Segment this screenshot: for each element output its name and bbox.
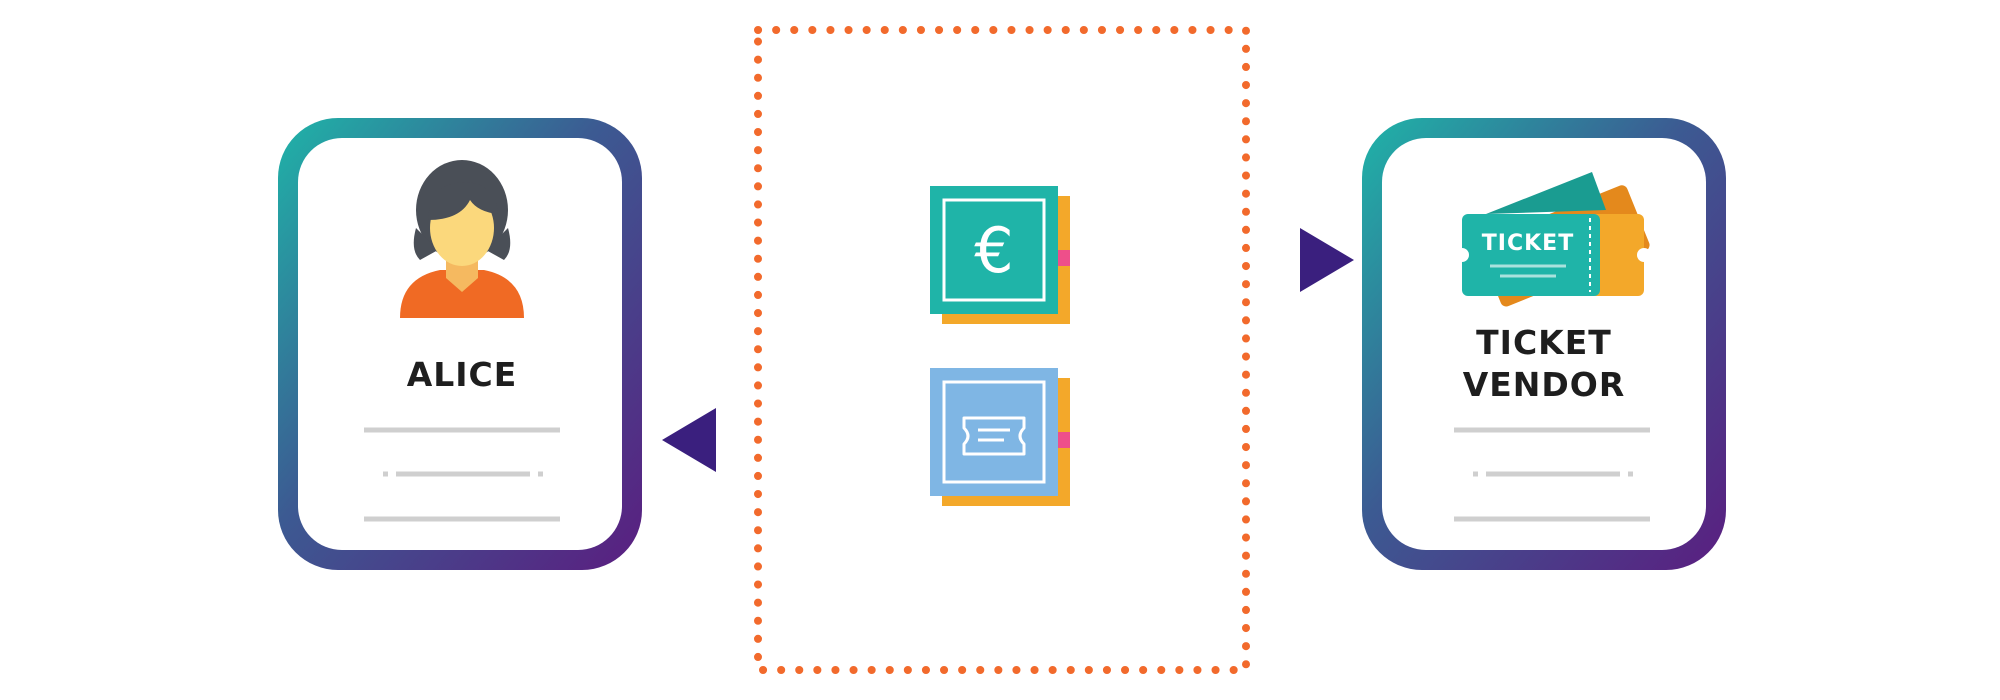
vendor-label-line1: TICKET: [1476, 323, 1612, 362]
vendor-placeholder-lines: [1454, 427, 1650, 522]
ticket-stub-icon: TICKET: [1455, 172, 1651, 307]
ticket-card-icon: [930, 368, 1070, 506]
vendor-card: TICKET TICKET VENDOR: [1362, 118, 1726, 570]
euro-symbol: €: [974, 214, 1013, 287]
alice-label: ALICE: [407, 355, 518, 394]
alice-card: ALICE: [278, 118, 642, 570]
exchange-boundary: [754, 26, 1250, 674]
alice-placeholder-lines: [364, 427, 560, 522]
vendor-label-line2: VENDOR: [1463, 365, 1626, 404]
ticket-stub-text: TICKET: [1482, 231, 1574, 256]
person-icon: [400, 160, 524, 318]
euro-note-icon: €: [930, 186, 1070, 324]
